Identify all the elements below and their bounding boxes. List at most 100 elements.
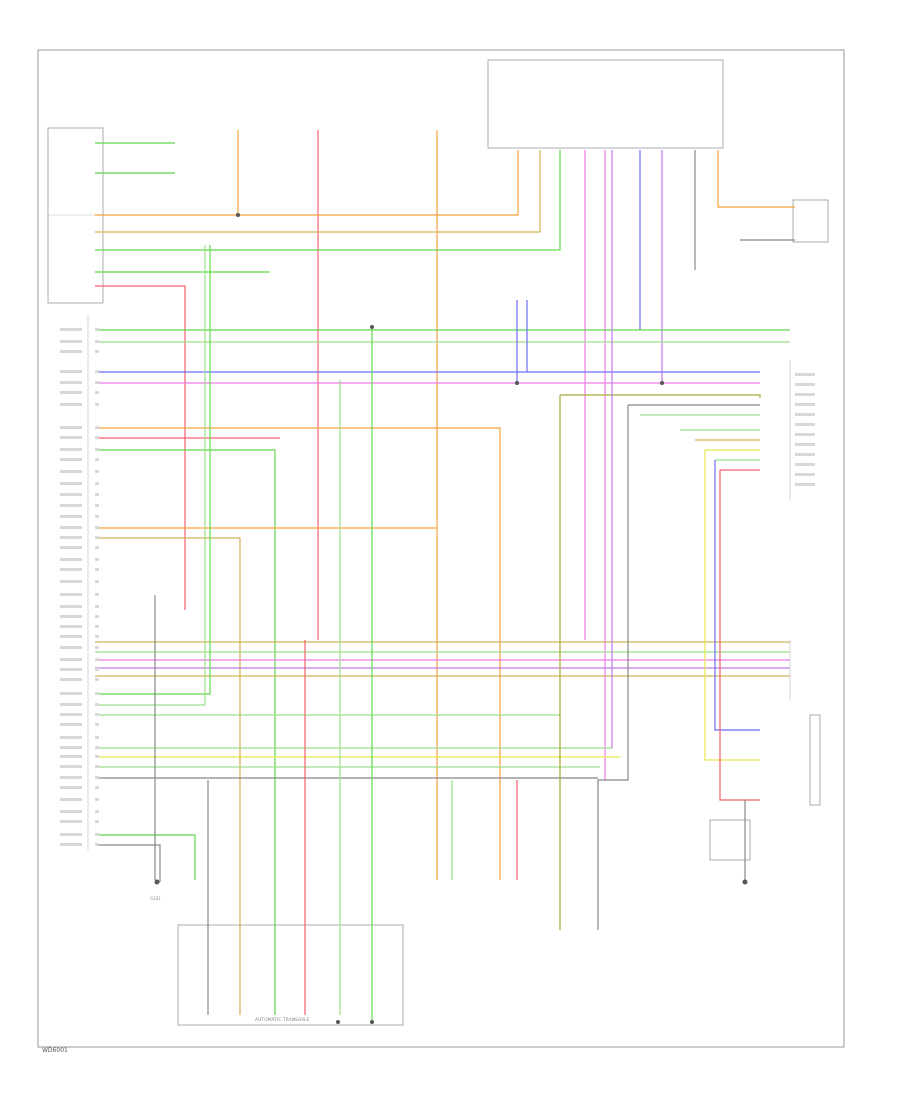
pin-label-mark: [795, 373, 815, 376]
pin-label-mark: [60, 504, 82, 507]
pin-label-mark: [60, 381, 82, 384]
pin-label-mark: [60, 482, 82, 485]
pin-label-mark: [95, 786, 99, 789]
splice-points: [154, 213, 748, 1024]
wire: [719, 470, 760, 801]
pin-label-mark: [60, 493, 82, 496]
pin-label-mark: [95, 558, 99, 561]
pin-label-mark: [95, 615, 99, 618]
pin-label-mark: [60, 692, 82, 695]
pin-label-mark: [95, 635, 99, 638]
pin-label-mark: [95, 625, 99, 628]
ground-label: G101: [150, 896, 161, 901]
pin-label-mark: [60, 470, 82, 473]
pin-label-mark: [60, 605, 82, 608]
pin-label-mark: [95, 713, 99, 716]
wire: [95, 449, 276, 1015]
pin-label-mark: [60, 810, 82, 813]
wire: [704, 450, 760, 761]
pin-label-mark: [60, 843, 82, 846]
pin-label-mark: [95, 765, 99, 768]
pin-label-mark: [60, 635, 82, 638]
pin-label-mark: [60, 328, 82, 331]
diagram-frame: [37, 49, 845, 1048]
wire: [95, 285, 186, 610]
pin-label-mark: [60, 646, 82, 649]
pin-label-mark: [95, 391, 99, 394]
pin-label-mark: [95, 403, 99, 406]
pin-label-mark: [795, 433, 815, 436]
pin-label-mark: [95, 350, 99, 353]
pin-label-mark: [60, 403, 82, 406]
pin-label-mark: [95, 746, 99, 749]
pin-label-mark: [95, 798, 99, 801]
pin-label-mark: [95, 470, 99, 473]
pin-label-mark: [60, 786, 82, 789]
wire: [95, 245, 206, 706]
pin-label-mark: [60, 515, 82, 518]
pin-label-mark: [60, 391, 82, 394]
pin-label-mark: [795, 403, 815, 406]
pin-label-mark: [95, 436, 99, 439]
pin-label-mark: [95, 546, 99, 549]
wire: [717, 150, 795, 208]
pin-label-mark: [60, 678, 82, 681]
pin-label-mark: [95, 810, 99, 813]
pin-label-mark: [95, 668, 99, 671]
pin-label-mark: [95, 593, 99, 596]
pin-label-mark: [95, 328, 99, 331]
pin-label-mark: [95, 776, 99, 779]
pin-label-mark: [60, 580, 82, 583]
pin-label-mark: [95, 703, 99, 706]
pin-label-mark: [60, 546, 82, 549]
pin-label-mark: [60, 668, 82, 671]
pin-label-mark: [795, 443, 815, 446]
pin-label-mark: [60, 340, 82, 343]
pin-label-mark: [60, 746, 82, 749]
pin-label-mark: [95, 678, 99, 681]
pin-label-mark: [795, 483, 815, 486]
pin-label-mark: [95, 646, 99, 649]
pin-label-mark: [60, 723, 82, 726]
pin-label-mark: [95, 580, 99, 583]
wire: [95, 844, 161, 882]
pin-label-mark: [95, 458, 99, 461]
wire: [95, 150, 519, 216]
pin-label-mark: [60, 536, 82, 539]
pin-label-mark: [60, 820, 82, 823]
pin-label-mark: [60, 458, 82, 461]
pin-label-mark: [795, 413, 815, 416]
pin-label-mark: [60, 703, 82, 706]
pin-label-mark: [95, 536, 99, 539]
pin-label-mark: [95, 568, 99, 571]
pin-label-mark: [60, 615, 82, 618]
pin-label-mark: [95, 736, 99, 739]
pin-label-mark: [95, 605, 99, 608]
pin-label-mark: [95, 426, 99, 429]
wire: [597, 405, 629, 930]
pin-label-mark: [795, 423, 815, 426]
pin-label-mark: [95, 381, 99, 384]
wire: [95, 245, 211, 695]
pin-label-mark: [60, 776, 82, 779]
pin-label-mark: [60, 370, 82, 373]
pin-label-mark: [60, 736, 82, 739]
component-blocks: [47, 59, 829, 1026]
wire: [95, 537, 241, 1015]
pin-label-mark: [60, 713, 82, 716]
diagram-code: WD6001: [42, 1047, 68, 1054]
pin-label-mark: [795, 463, 815, 466]
wires: [95, 130, 795, 1022]
pin-label-mark: [95, 833, 99, 836]
pin-label-mark: [95, 515, 99, 518]
wire: [95, 150, 561, 251]
pin-label-mark: [95, 482, 99, 485]
pin-label-mark: [95, 723, 99, 726]
pin-label-mark: [95, 692, 99, 695]
wire: [714, 460, 760, 731]
pin-label-mark: [60, 568, 82, 571]
pin-label-mark: [60, 350, 82, 353]
wire: [95, 834, 196, 880]
pin-label-mark: [95, 370, 99, 373]
